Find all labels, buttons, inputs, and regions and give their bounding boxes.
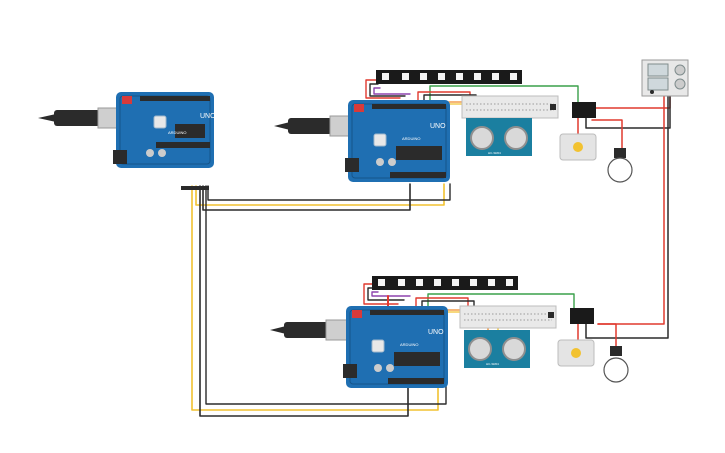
arduino-a-model: UNO [200,113,216,120]
relay-c[interactable] [570,308,594,324]
dc-motor-c[interactable] [557,339,595,367]
arduino-uno-c[interactable]: UNO ARDUINO [343,306,448,388]
breadboard-c[interactable] [459,305,557,329]
wire-red-battery-c[interactable] [597,95,665,325]
wire-black-strip-b[interactable] [369,83,406,97]
dc-motor-b[interactable] [559,133,597,161]
wire-red-strip-b[interactable] [365,79,401,99]
wire-red-strip-c[interactable] [363,283,399,305]
arduino-a-brand: ARDUINO [168,130,186,135]
led-strip-b[interactable] [376,70,522,84]
arduino-c-brand: ARDUINO [400,342,418,347]
led-strip-c[interactable] [372,276,518,290]
ultrasonic-c-marking: HC-SR04 [486,362,499,366]
ultrasonic-sensor-b[interactable]: HC-SR04 [466,118,532,156]
arduino-c-model: UNO [428,329,444,336]
wire-purple-strip-b[interactable] [373,87,411,95]
ultrasonic-b-marking: HC-SR04 [488,151,501,155]
arduino-uno-b[interactable]: UNO ARDUINO [345,100,450,182]
wire-black-a-to-c[interactable] [199,185,409,417]
wire-black-a-to-c-2[interactable] [205,185,447,405]
breadboard-b[interactable] [461,95,559,119]
wire-purple-strip-c[interactable] [371,291,411,297]
relay-b[interactable] [572,102,596,118]
wire-black-c-bb[interactable] [421,300,475,307]
wire-red-relay-c-bulb[interactable] [597,323,617,347]
wire-yellow-a-to-c[interactable] [191,185,439,411]
light-bulb-b[interactable] [607,148,633,183]
wire-black-a-to-b[interactable] [202,183,411,211]
wire-green-c-relay[interactable] [427,293,575,311]
wire-black-relay-bulb[interactable] [585,95,671,129]
wire-black-a-top[interactable] [207,183,451,201]
light-bulb-c[interactable] [603,346,629,383]
wire-red-relay-bulb[interactable] [591,119,623,149]
arduino-uno-a[interactable]: UNO ARDUINO [113,92,216,168]
wire-red-c-bb[interactable] [415,297,469,307]
wire-black-battery-c[interactable] [585,95,669,339]
battery-pack[interactable] [641,59,689,97]
arduino-b-brand: ARDUINO [402,136,420,141]
wire-green-b-relay[interactable] [429,85,579,103]
header-connector-a [181,186,209,190]
wire-yellow-a-to-b[interactable] [195,183,445,206]
ultrasonic-sensor-c[interactable]: HC-SR04 [464,330,530,368]
arduino-b-model: UNO [430,123,446,130]
